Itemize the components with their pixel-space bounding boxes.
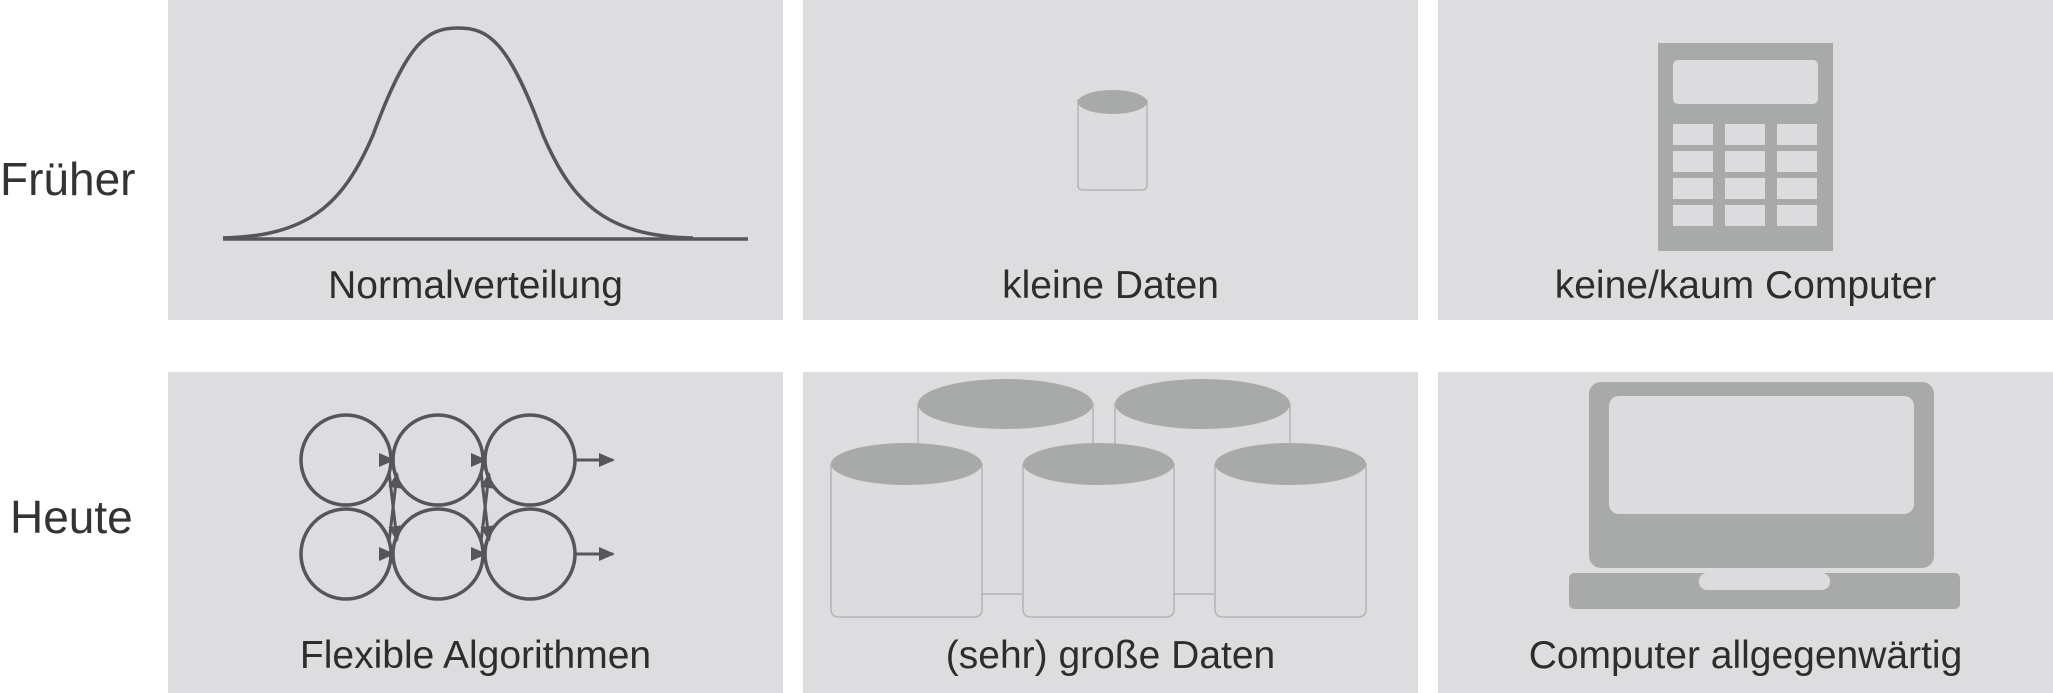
laptop-icon	[1569, 382, 1960, 609]
caption-small-data: kleine Daten	[1002, 264, 1219, 307]
panel-big-data: (sehr) große Daten	[803, 372, 1418, 693]
panel-normal-distribution: Normalverteilung	[168, 0, 783, 320]
row-label-present: Heute	[10, 491, 133, 543]
caption-no-computers: keine/kaum Computer	[1554, 264, 1937, 307]
caption-normal-distribution: Normalverteilung	[328, 264, 623, 307]
caption-computers-ubiquitous: Computer allgegenwärtig	[1528, 634, 1963, 677]
panel-no-computers: keine/kaum Computer	[1438, 0, 2053, 320]
panel-small-data: kleine Daten	[803, 0, 1418, 320]
big-database-icon	[830, 379, 1367, 618]
connection-arrow-6	[479, 472, 495, 543]
connection-arrow-2	[387, 472, 403, 543]
row-label-past: Früher	[0, 153, 136, 205]
small-database-icon	[1077, 90, 1148, 191]
panel-computers-ubiquitous: Computer allgegenwärtig	[1438, 372, 2053, 693]
caption-big-data: (sehr) große Daten	[945, 634, 1276, 677]
network-connections	[379, 453, 615, 561]
calculator-icon	[1658, 43, 1833, 251]
bell-curve-icon	[222, 26, 748, 241]
caption-flexible-algorithms: Flexible Algorithmen	[299, 634, 652, 677]
panel-flexible-algorithms: Flexible Algorithmen	[168, 372, 783, 693]
